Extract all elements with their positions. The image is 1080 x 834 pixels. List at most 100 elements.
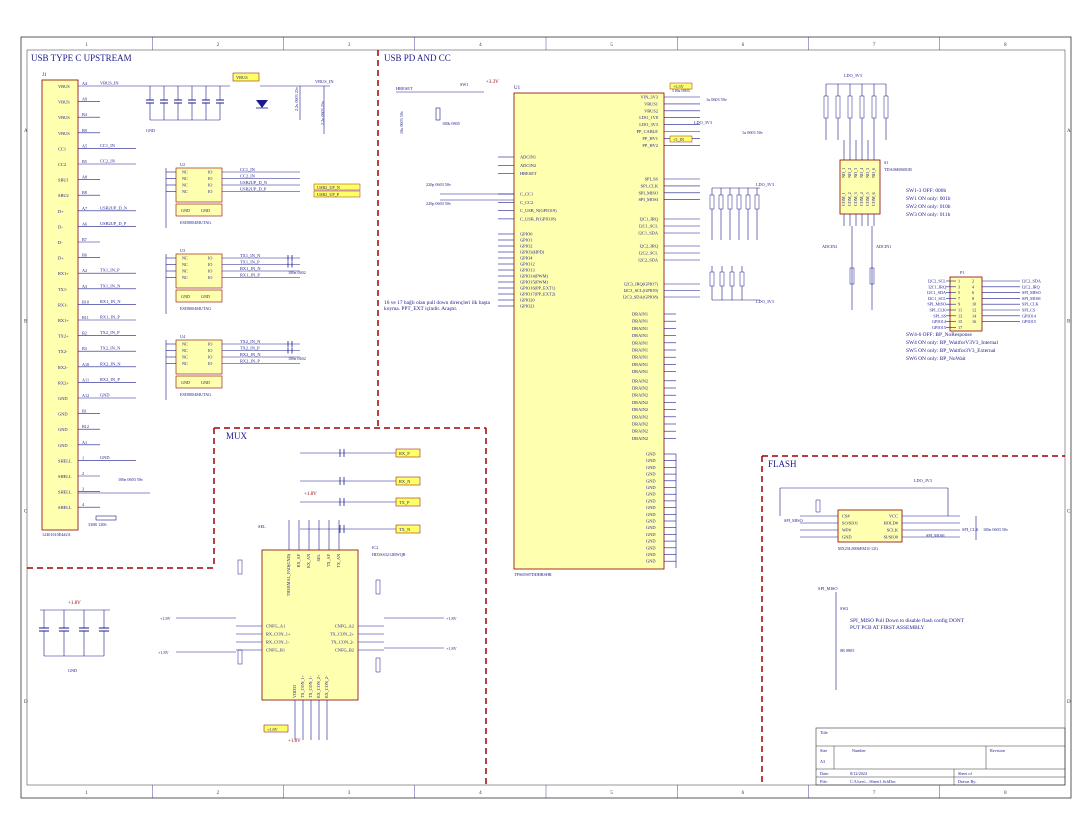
- u1-drain1: DRAIN1: [632, 369, 648, 374]
- v18-left-b: +1.8V: [158, 650, 169, 655]
- j1-pin-net: RX2_IN_N: [100, 361, 121, 366]
- r20-label: 330R 1206: [88, 522, 107, 527]
- u1-gnd-pin: GND: [646, 458, 656, 463]
- j1-pin-net: USB2UP_D_N: [100, 205, 128, 210]
- esd-net: RX1_IN_P: [240, 273, 260, 278]
- j1-pin-name: GND: [58, 412, 68, 417]
- esd-pin-nc: NC: [182, 262, 188, 267]
- u5-body: [837, 509, 903, 543]
- s1-pin: NO_2: [847, 168, 852, 178]
- u1-right-pin: I2C3_SCL(GPIO9): [624, 288, 659, 293]
- mux-bottom-pin: TX_CON_1+: [300, 674, 305, 698]
- p1-left-net: I2C2_SCL: [928, 279, 947, 284]
- esd-gnd-pin: GND: [181, 380, 190, 385]
- j1-pin-num: A10: [82, 362, 89, 367]
- p1-right-net: SPI_MOSI: [1022, 296, 1041, 301]
- r20-body: [95, 515, 117, 521]
- j1-pin: D+B6: [58, 253, 100, 261]
- vbus-net-label: VBUS: [236, 75, 248, 80]
- sw-config-note: SW3 ON only: 011b: [906, 212, 951, 218]
- c4-label: 2.2u 0603 25v: [320, 100, 325, 125]
- u1-drain2: DRAIN2: [632, 422, 648, 427]
- s1-pullup-resistor: [883, 95, 889, 119]
- usb2-up-p-flag: [313, 190, 361, 198]
- mux-config-resistor: [237, 559, 243, 575]
- mux-config-resistor: [375, 657, 381, 673]
- j1-pin: RX2+ A11 RX2_IN_P: [58, 377, 136, 385]
- esd-pin-nc: NC: [182, 176, 188, 181]
- p1-pin-num: 14: [972, 313, 977, 318]
- v18-mux-top: +1.8V: [304, 492, 317, 497]
- j1-pin-net: RX2_IN_P: [100, 377, 120, 382]
- esd-pin-io: IO: [208, 348, 212, 353]
- p1-pin-num: 10: [972, 302, 976, 307]
- sw-config-note: SW4-6 OFF: BP_NoResponse: [906, 332, 973, 338]
- esd-net: TX2_IN_P: [240, 346, 260, 351]
- u1-left-pin: C_CC2: [520, 200, 533, 205]
- u1-left-pin: GPIO3(HPD): [520, 250, 545, 255]
- tb-date-label: Date:: [820, 771, 829, 776]
- flash-right-pin: HOLD#: [884, 521, 899, 526]
- c3-label: 2.2u 0603 25v: [294, 86, 299, 111]
- esd-body: [175, 339, 223, 375]
- j1-pin-name: D+: [58, 209, 64, 214]
- u1-right-pin: SPI_SS: [645, 177, 659, 182]
- esd-gnd-block: [175, 203, 223, 217]
- u1-part: TPS65987DDHRSHR: [514, 572, 552, 577]
- u1-drain1: DRAIN1: [632, 312, 648, 317]
- j1-pin-num: B11: [82, 315, 89, 320]
- s1-resistor-group: [823, 83, 889, 310]
- sw-config-note: SW2 ON only: 010b: [906, 204, 951, 210]
- j1-pin-num: 2: [82, 471, 84, 476]
- p1-pin-num: 13: [958, 313, 962, 318]
- j1-pin-num: 3: [82, 487, 84, 492]
- zone-col-top: 3: [348, 43, 351, 48]
- u1-left-pin: GPIO12: [520, 262, 535, 267]
- esd-pin-nc: NC: [182, 256, 188, 261]
- tb-title-label: Title: [820, 730, 828, 735]
- u1-left-pin: GPIO2: [520, 244, 532, 249]
- esd-pin-nc: NC: [182, 342, 188, 347]
- v33-flag-label: +3.3V: [673, 84, 684, 89]
- j1-pin-name: RX2+: [58, 380, 69, 385]
- s1-pin: NO_1: [841, 168, 846, 178]
- sw-config-note: SW1 ON only: 001b: [906, 196, 951, 202]
- v33-hreset: +3.3V: [486, 80, 499, 85]
- u1-left-pin: GPIO14(PWM): [520, 274, 549, 279]
- j1-pin-num: A11: [82, 377, 89, 382]
- usb2-up-n-label: USB2_UP_N: [317, 185, 340, 190]
- p1-left-net: SPI_CLK: [929, 308, 946, 313]
- esd-pin-io: IO: [208, 176, 212, 181]
- zone-col-top: 2: [217, 43, 220, 48]
- j1-pin-name: RX1+: [58, 271, 69, 276]
- esd-net: USB2UP_D_P: [240, 187, 267, 192]
- esd-pin-nc: NC: [182, 189, 188, 194]
- pullup-resistor: [709, 194, 715, 210]
- u1-left-pin: C_CC1: [520, 192, 533, 197]
- u1-right-pin: PP_CABLE: [637, 129, 659, 134]
- p1-pin-num: 8: [972, 296, 974, 301]
- p1-pin-num: 3: [958, 284, 960, 289]
- p1-left-net: I2C1_IRQ: [928, 284, 946, 289]
- u1-gnd-pin: GND: [646, 485, 656, 490]
- flash-pin-group: CS#SO/SIO1WP#GNDVCCHOLD#SCLKSI/SIO0SPI_C…: [779, 488, 979, 540]
- u1-left-pin: GPIO13: [520, 268, 535, 273]
- u1-right-pin: I2C3_SDA(GPIO8): [623, 295, 659, 300]
- v18-right-a: +1.8V: [446, 616, 457, 621]
- u1-gnd-pin: GND: [646, 492, 656, 497]
- esd-pin-io: IO: [208, 275, 212, 280]
- u1-drain2: DRAIN2: [632, 400, 648, 405]
- esd-cap-label: 100n 0402: [288, 270, 306, 275]
- j1-pin-name: VBUS: [58, 131, 70, 136]
- j1-pin-num: B2: [82, 331, 87, 336]
- u1-gnd-pin: GND: [646, 552, 656, 557]
- mux-top-pin: THERMAL_PAD(GND): [286, 553, 291, 596]
